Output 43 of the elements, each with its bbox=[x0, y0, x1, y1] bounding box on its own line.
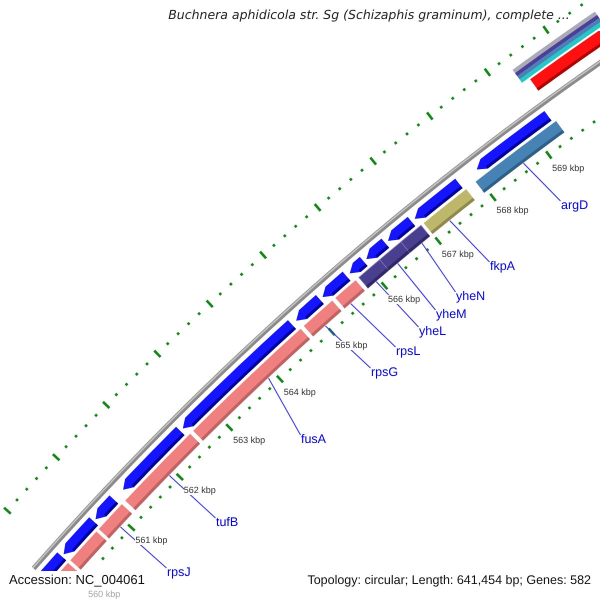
gene-bar bbox=[95, 495, 119, 520]
leader-line bbox=[422, 242, 456, 292]
gene-bar bbox=[303, 300, 342, 337]
gene-bar bbox=[400, 225, 430, 253]
leader-line bbox=[168, 475, 216, 518]
accession-text: Accession: NC_004061 bbox=[9, 573, 145, 588]
gene-bar bbox=[335, 280, 365, 309]
gene-label: yheM bbox=[436, 308, 467, 320]
scale-label: 565 kbp bbox=[335, 340, 368, 350]
gene-label: tufB bbox=[216, 516, 238, 528]
leader-line bbox=[120, 526, 167, 568]
gene-label: fusA bbox=[301, 433, 326, 446]
gene-label: yheN bbox=[456, 290, 486, 302]
gene-bar bbox=[423, 189, 475, 234]
map-title: Buchnera aphidicola str. Sg (Schizaphis graminum), complete ... bbox=[168, 7, 570, 22]
scale-label: 569 kbp bbox=[552, 164, 584, 174]
scale-label: 566 kbp bbox=[388, 294, 420, 304]
summary-text: Topology: circular; Length: 641,454 bp; Genes: 582 bbox=[307, 574, 591, 588]
gene-label: rpsL bbox=[396, 345, 420, 358]
scale-label: 561 kbp bbox=[135, 536, 168, 546]
gene-label: yheL bbox=[419, 325, 446, 338]
gene-bar bbox=[530, 30, 600, 91]
gene-bar bbox=[60, 562, 78, 571]
gene-bar bbox=[123, 426, 185, 490]
gene-label: fkpA bbox=[490, 260, 516, 272]
gene-label: rpsG bbox=[371, 366, 398, 378]
scale-label: 568 kbp bbox=[496, 206, 529, 216]
scale-label: 563 kbp bbox=[233, 436, 266, 446]
leader-line bbox=[523, 162, 561, 202]
scale-label: 564 kbp bbox=[284, 388, 316, 397]
scale-label: 560 kbp bbox=[88, 590, 120, 599]
gene-bar bbox=[40, 552, 67, 571]
scale-label: 567 kbp bbox=[442, 250, 474, 260]
leader-line bbox=[350, 303, 396, 348]
gene-label: argD bbox=[561, 199, 588, 212]
scale-label: 562 kbp bbox=[184, 486, 216, 495]
gene-bar bbox=[63, 517, 99, 555]
leader-line bbox=[397, 262, 436, 310]
gene-bar bbox=[349, 256, 368, 274]
leader-line bbox=[268, 378, 301, 436]
gene-label: rpsJ bbox=[167, 566, 191, 578]
leader-line bbox=[449, 220, 490, 262]
gene-bar bbox=[476, 110, 552, 170]
